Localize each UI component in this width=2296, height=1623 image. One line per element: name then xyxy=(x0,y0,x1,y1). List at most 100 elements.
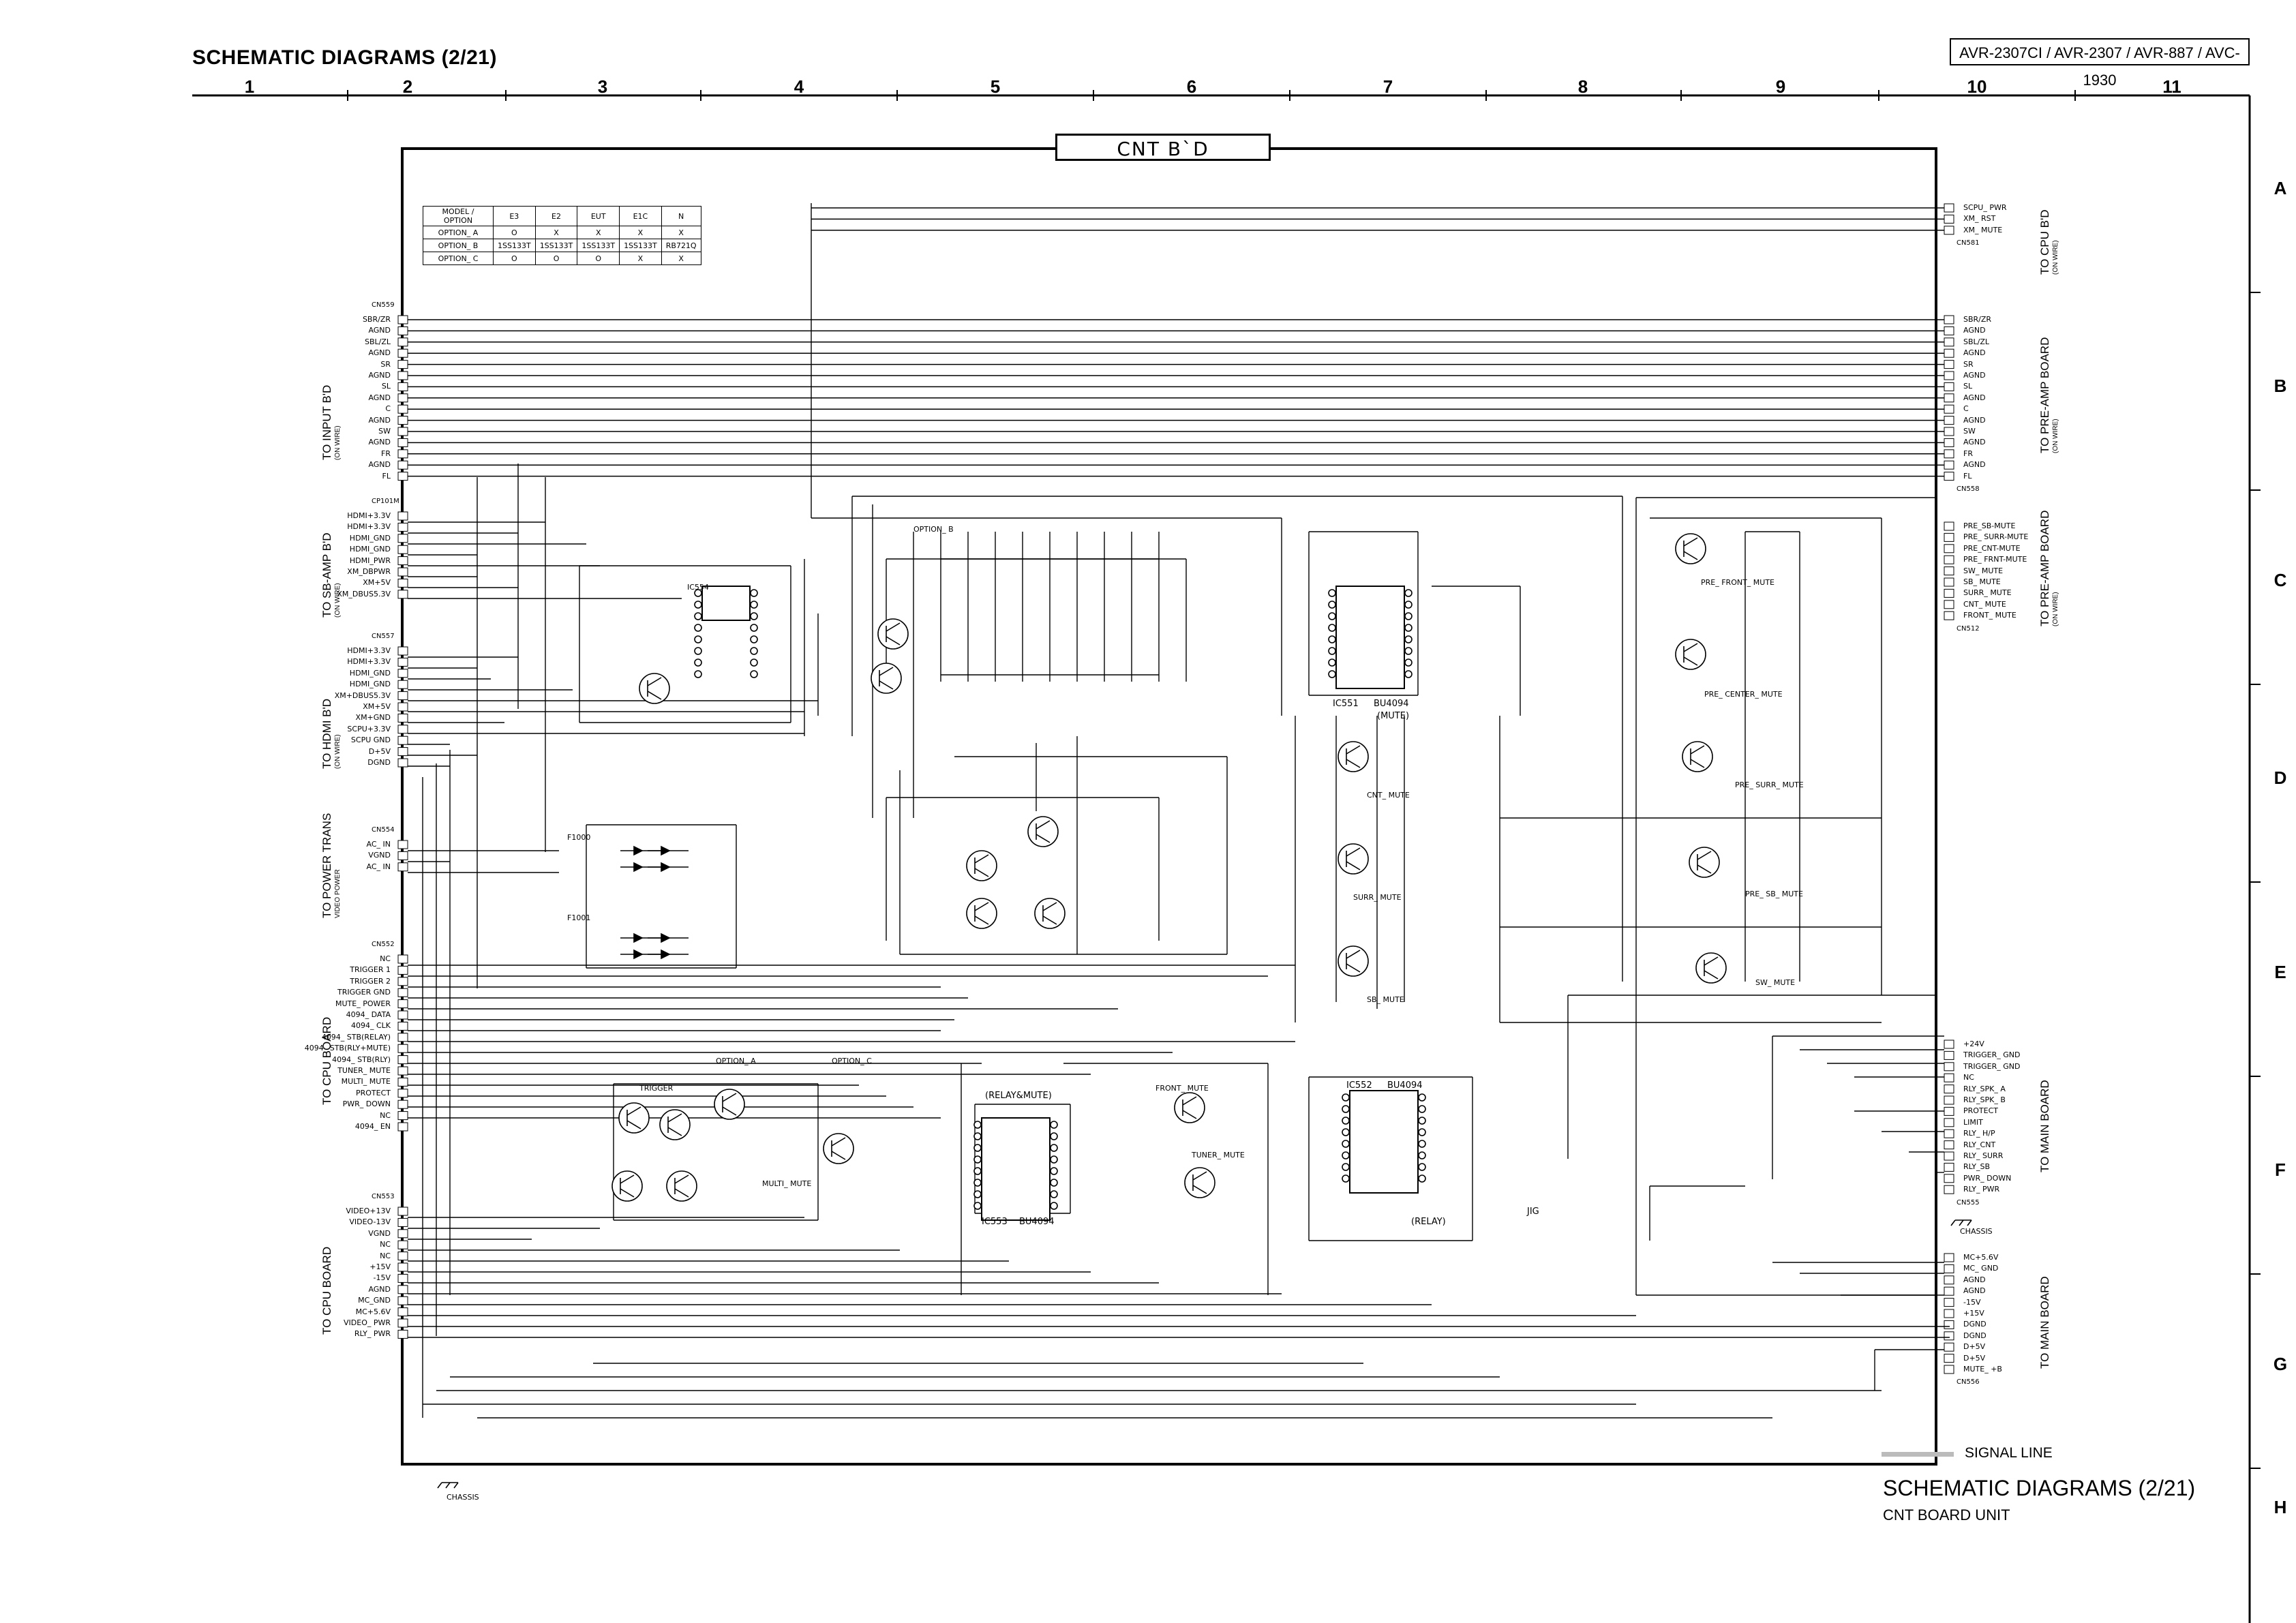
signal-line-swatch xyxy=(1882,1452,1954,1457)
column-label: 1 xyxy=(245,76,254,97)
connector-pin-label: VGND xyxy=(368,851,391,860)
connector-pin-label: D+5V xyxy=(368,746,391,756)
connector-pin-label: AGND xyxy=(368,348,391,358)
connector-pin-label: HDMI+3.3V xyxy=(347,646,391,655)
connector-pin-label: 4094_ STB(RELAY) xyxy=(321,1032,391,1042)
option-cell: X xyxy=(619,252,662,265)
ic554-label: IC554 xyxy=(687,583,709,592)
connector-pin-label: FR xyxy=(1963,449,1973,458)
connector-pin-label: RLY_ SURR xyxy=(1963,1151,2004,1160)
mute-label: PRE_ CENTER_ MUTE xyxy=(1704,690,1783,699)
connector-ref: CN581 xyxy=(1957,239,1980,247)
connector-pin-label: MUTE_ +B xyxy=(1963,1365,2002,1374)
option-cell: O xyxy=(493,226,536,239)
connector-pin-label: RLY_ PWR xyxy=(354,1329,391,1339)
connector-pin-label: DGND xyxy=(367,758,391,767)
connector-ref: CN552 xyxy=(372,941,395,948)
connector-ref: CN553 xyxy=(372,1193,395,1200)
connector-pin-label: HDMI_GND xyxy=(349,533,391,543)
ic552-mode: (RELAY) xyxy=(1411,1217,1446,1227)
connector-pin-label: TRIGGER_ GND xyxy=(1963,1061,2021,1071)
column-label: 2 xyxy=(403,76,412,97)
connector-pin-label: SBL/ZL xyxy=(364,337,391,346)
connector-pin-label: TRIGGER_ GND xyxy=(1963,1050,2021,1060)
row-label: F xyxy=(2275,1159,2286,1180)
connector-pin-label: AGND xyxy=(368,371,391,380)
column-label: 7 xyxy=(1383,76,1393,97)
mute-label: PRE_ FRONT_ MUTE xyxy=(1701,578,1775,587)
connector-pin-label: FR xyxy=(381,449,391,458)
column-label: 8 xyxy=(1578,76,1588,97)
mute-label: TUNER_ MUTE xyxy=(1192,1151,1245,1159)
connector-pin-label: D+5V xyxy=(1963,1353,1986,1363)
mute-label: CNT_ MUTE xyxy=(1367,791,1410,800)
ic551-label: IC551 xyxy=(1333,699,1359,709)
connector-pin-label: PRE_ SURR-MUTE xyxy=(1963,532,2029,542)
connector-pin-label: AC_ IN xyxy=(366,840,391,849)
fuse-label: F1001 xyxy=(567,913,591,922)
connector-pin-label: SBL/ZL xyxy=(1963,337,1990,346)
page-title: SCHEMATIC DIAGRAMS (2/21) xyxy=(192,46,497,69)
connector-pin-label: RLY_ H/P xyxy=(1963,1129,1995,1138)
connector-pin-label: MUTE_ POWER xyxy=(335,999,391,1008)
connector-pin-label: TRIGGER 2 xyxy=(350,976,391,986)
connector-pin-label: MULTI_ MUTE xyxy=(341,1077,391,1087)
fuse-label: F1000 xyxy=(567,833,591,842)
column-label: 5 xyxy=(991,76,1000,97)
column-label: 10 xyxy=(1967,76,1987,97)
connector-pin-label: TRIGGER 1 xyxy=(350,965,391,975)
chassis-label: CHASSIS xyxy=(1960,1227,1993,1236)
connector-pin-label: TRIGGER GND xyxy=(337,988,391,997)
row-label: E xyxy=(2274,962,2286,982)
connector-pin-label: AGND xyxy=(368,460,391,470)
connector-pin-label: PRE_SB-MUTE xyxy=(1963,521,2016,530)
connector-pin-label: AGND xyxy=(368,393,391,402)
mute-label: PRE_ SB_ MUTE xyxy=(1745,890,1803,898)
connector-destination-label: TO CPU B'D(ON WIRE) xyxy=(2038,209,2059,275)
connector-destination-label: TO PRE-AMP BOARD(ON WIRE) xyxy=(2038,337,2059,453)
connector-pin-label: DGND xyxy=(1963,1331,1987,1340)
connector-pin-label: SL xyxy=(381,382,391,391)
row-label: H xyxy=(2274,1497,2287,1517)
connector-pin-label: VGND xyxy=(368,1228,391,1238)
connector-pin-label: VIDEO+13V xyxy=(346,1207,391,1215)
connector-pin-label: C xyxy=(385,404,391,414)
mute-label: FRONT_ MUTE xyxy=(1155,1084,1209,1093)
connector-pin-label: NC xyxy=(380,1240,391,1249)
connector-pin-label: SR xyxy=(1963,359,1974,369)
ic553-mode: (RELAY&MUTE) xyxy=(985,1091,1052,1101)
connector-pin-label: HDMI_GND xyxy=(349,545,391,554)
column-label: 11 xyxy=(2162,76,2181,97)
connector-pin-label: NC xyxy=(1963,1073,1974,1082)
connector-pin-label: AGND xyxy=(368,438,391,447)
connector-pin-label: RLY_SPK_ B xyxy=(1963,1095,2006,1104)
connector-pin-label: MC+5.6V xyxy=(355,1307,391,1316)
option-header-eut: EUT xyxy=(577,206,620,226)
model-list: AVR-2307CI / AVR-2307 / AVR-887 / AVC-19… xyxy=(1950,38,2250,89)
row-label: A xyxy=(2274,178,2287,198)
row-label: D xyxy=(2274,768,2287,788)
connector-pin-label: FRONT_ MUTE xyxy=(1963,611,2016,620)
chassis-label: CHASSIS xyxy=(447,1493,479,1502)
connector-pin-label: PRE_CNT-MUTE xyxy=(1963,543,2021,553)
connector-pin-label: RLY_CNT xyxy=(1963,1140,1996,1149)
option-cell: X xyxy=(661,226,701,239)
mute-label: PRE_ SURR_ MUTE xyxy=(1735,780,1804,789)
option-cell: X xyxy=(577,226,620,239)
option-c-label: OPTION_ C xyxy=(832,1057,872,1065)
option-cell: OPTION_ B xyxy=(423,239,494,252)
option-cell: OPTION_ C xyxy=(423,252,494,265)
option-header-n: N xyxy=(661,206,701,226)
connector-pin-label: PROTECT xyxy=(1963,1106,1999,1116)
connector-pin-label: HDMI_GND xyxy=(349,680,391,689)
connector-pin-label: XM+5V xyxy=(363,702,391,711)
connector-pin-label: 4094_ CLK xyxy=(350,1021,391,1031)
jig-label: JIG xyxy=(1527,1207,1539,1217)
connector-pin-label: AGND xyxy=(1963,348,1986,358)
connector-pin-label: D+5V xyxy=(1963,1342,1986,1352)
row-label: G xyxy=(2274,1354,2287,1374)
option-header-e1c: E1C xyxy=(619,206,662,226)
option-cell: O xyxy=(577,252,620,265)
connector-pin-label: 4094_ STB(RLY) xyxy=(332,1055,391,1064)
